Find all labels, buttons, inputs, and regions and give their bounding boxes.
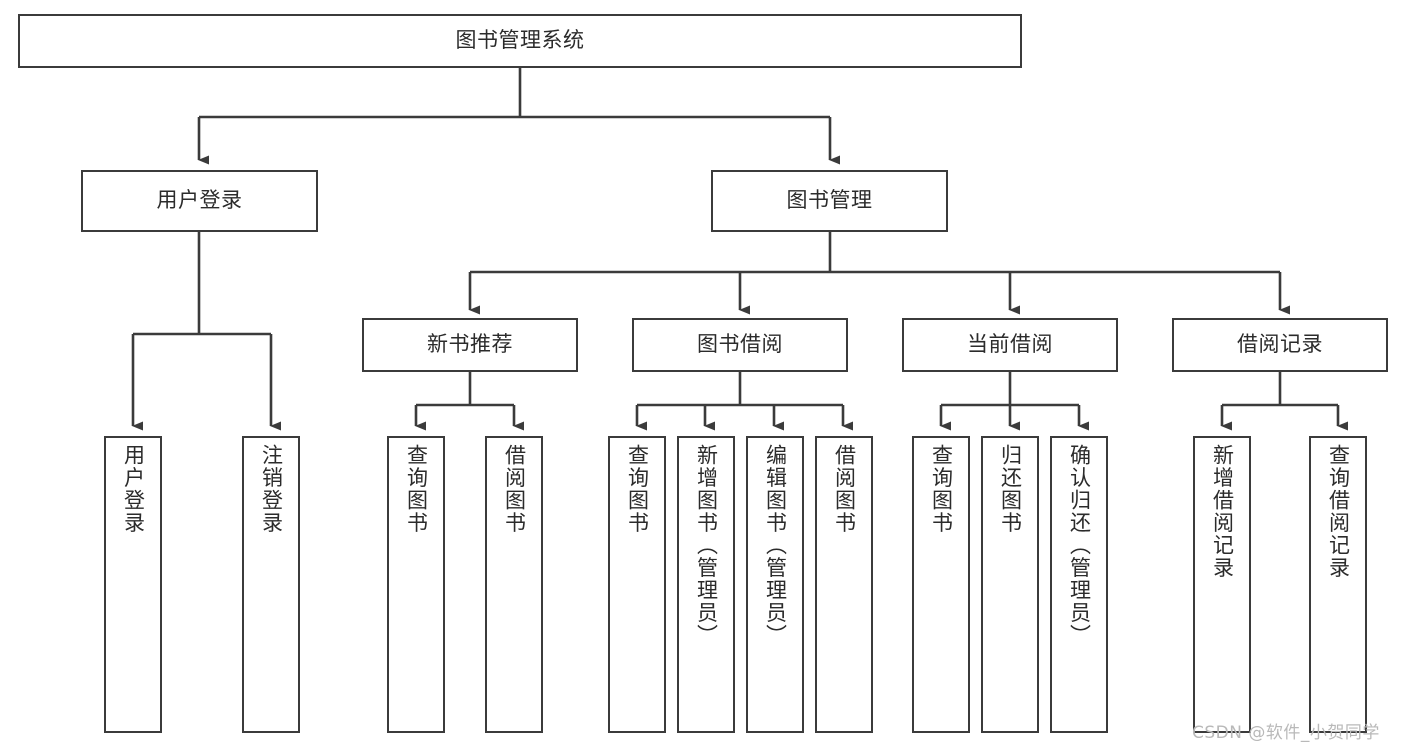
node-label: 图书管理 — [786, 188, 873, 213]
node-leaf-return-book[interactable]: 归还图书 — [981, 436, 1039, 733]
node-leaf-edit-book[interactable]: 编辑图书（管理员） — [746, 436, 804, 733]
node-root-system[interactable]: 图书管理系统 — [18, 14, 1022, 68]
node-user-login[interactable]: 用户登录 — [81, 170, 318, 232]
node-label: 借阅图书 — [832, 444, 857, 534]
node-new-book-recommend[interactable]: 新书推荐 — [362, 318, 578, 372]
node-leaf-logout-login[interactable]: 注销登录 — [242, 436, 300, 733]
node-label: 查询图书 — [404, 444, 429, 534]
node-current-borrow[interactable]: 当前借阅 — [902, 318, 1118, 372]
node-leaf-borrow-book-1[interactable]: 借阅图书 — [485, 436, 543, 733]
node-book-borrow[interactable]: 图书借阅 — [632, 318, 848, 372]
node-label: 编辑图书（管理员） — [763, 444, 788, 647]
node-label: 注销登录 — [259, 444, 284, 534]
node-label: 新增图书（管理员） — [694, 444, 719, 647]
node-label: 归还图书 — [998, 444, 1023, 534]
node-leaf-query-book-3[interactable]: 查询图书 — [912, 436, 970, 733]
node-leaf-add-book[interactable]: 新增图书（管理员） — [677, 436, 735, 733]
node-label: 新书推荐 — [427, 332, 513, 357]
node-label: 新增借阅记录 — [1210, 444, 1235, 579]
node-leaf-query-book-2[interactable]: 查询图书 — [608, 436, 666, 733]
node-label: 借阅记录 — [1237, 332, 1323, 357]
node-borrow-record[interactable]: 借阅记录 — [1172, 318, 1388, 372]
node-leaf-confirm-return[interactable]: 确认归还（管理员） — [1050, 436, 1108, 733]
node-leaf-query-record[interactable]: 查询借阅记录 — [1309, 436, 1367, 733]
node-label: 用户登录 — [121, 444, 146, 534]
node-leaf-borrow-book-2[interactable]: 借阅图书 — [815, 436, 873, 733]
node-label: 确认归还（管理员） — [1067, 444, 1092, 647]
node-leaf-query-book-1[interactable]: 查询图书 — [387, 436, 445, 733]
node-leaf-user-login[interactable]: 用户登录 — [104, 436, 162, 733]
node-label: 当前借阅 — [967, 332, 1053, 357]
node-leaf-add-record[interactable]: 新增借阅记录 — [1193, 436, 1251, 733]
node-label: 图书借阅 — [697, 332, 783, 357]
node-label: 查询借阅记录 — [1326, 444, 1351, 579]
node-label: 查询图书 — [625, 444, 650, 534]
node-label: 查询图书 — [929, 444, 954, 534]
node-book-management[interactable]: 图书管理 — [711, 170, 948, 232]
node-label: 借阅图书 — [502, 444, 527, 534]
csdn-watermark: CSDN @软件_小贺同学 — [1192, 723, 1380, 743]
node-label: 图书管理系统 — [455, 28, 585, 53]
node-label: 用户登录 — [156, 188, 243, 213]
